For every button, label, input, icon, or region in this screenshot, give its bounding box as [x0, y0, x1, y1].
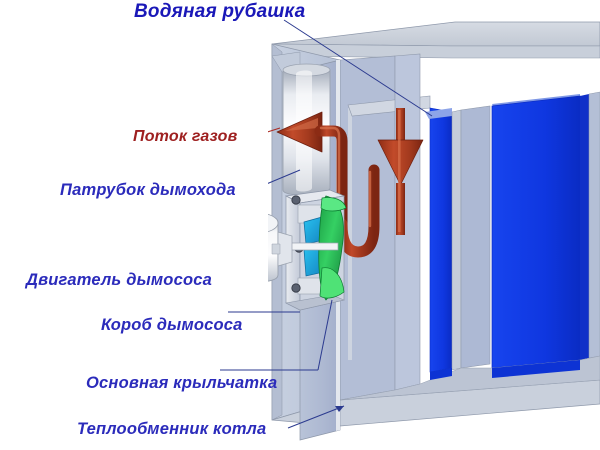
water-jacket-left-divider: [451, 109, 462, 371]
water-jacket-panel-left: [429, 107, 453, 373]
water-jacket-bottom-left: [430, 368, 452, 380]
water-jacket-panel-inner-frame: [348, 108, 352, 360]
label-water-jacket: Водяная рубашка: [134, 1, 306, 22]
label-gas-flow: Поток газов: [133, 128, 238, 145]
boiler-mid-panel: [460, 105, 491, 369]
gas-flow-cone-highlight: [285, 118, 318, 131]
water-jacket-right-edge-strip: [580, 94, 589, 360]
exhauster-box-bottom-flange: [285, 294, 345, 311]
bolt-upper: [291, 195, 301, 205]
boiler-top-slab: [271, 21, 600, 47]
label-area-mask: [0, 300, 218, 450]
down-flow-arrow-highlight: [398, 110, 401, 232]
leader-impeller-d: [317, 299, 333, 371]
label-flue-pipe: Патрубок дымохода: [60, 181, 236, 199]
label-main-impeller: Основная крыльчатка: [86, 374, 278, 392]
water-jacket-bottom-right: [492, 360, 580, 378]
label-boiler-heat-exchanger: Теплообменник котла: [77, 420, 267, 438]
water-jacket-panel-right: [491, 95, 581, 369]
red-exhaust-pipe-highlight: [319, 126, 372, 228]
leader-heat-exch-arrowhead: [335, 406, 344, 412]
down-flow-arrow-group: [377, 108, 424, 235]
exhauster-motor-notch: [271, 243, 281, 255]
boiler-right-outer-wall: [588, 91, 600, 359]
label-exhauster-box: Короб дымососа: [101, 316, 243, 334]
leader-water-jacket: [283, 19, 433, 117]
bolt-lower: [291, 283, 301, 293]
green-impeller-blade-top: [320, 197, 347, 212]
leader-heat-exch: [287, 405, 345, 429]
label-exhauster-motor: Двигатель дымососа: [26, 271, 212, 289]
exhauster-motor-rear-boss: [277, 231, 293, 267]
label-area-mask-2: [0, 0, 268, 300]
green-impeller-blade-front: [319, 267, 345, 299]
exhauster-frame-plate-lower: [297, 277, 323, 295]
